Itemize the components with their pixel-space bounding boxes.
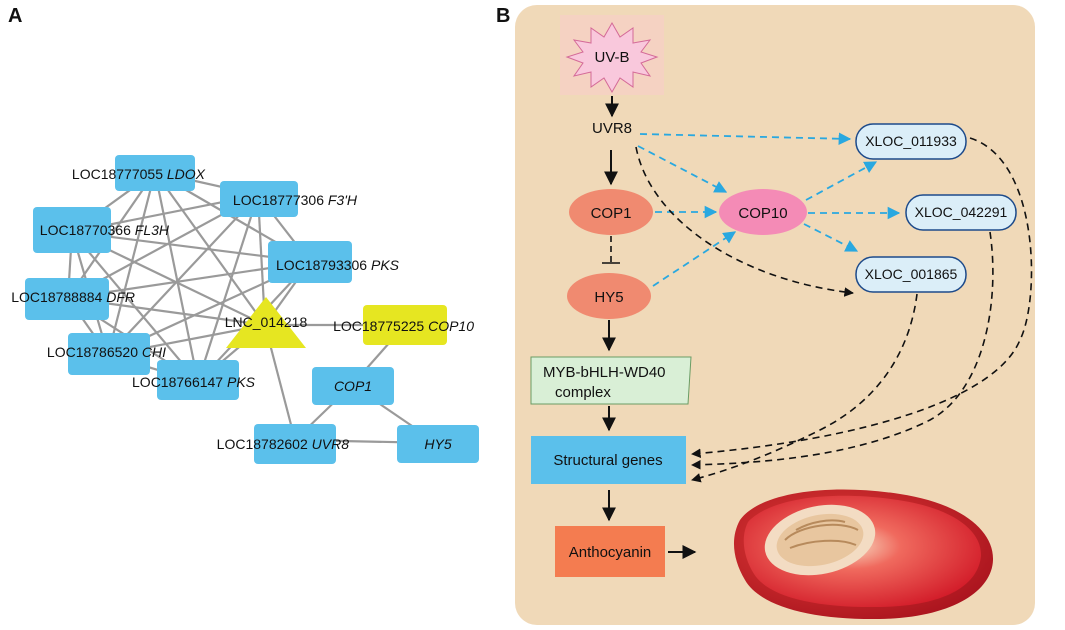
- hy5-node: [567, 273, 651, 319]
- label-pks1: LOC18793306 PKS: [276, 257, 400, 273]
- inhibition-arrow: [602, 236, 620, 264]
- hy5-label: HY5: [594, 289, 623, 306]
- node-hy5: [397, 425, 479, 463]
- panel-label-b: B: [496, 5, 510, 27]
- solid-arrows: [602, 96, 697, 559]
- peach-fruit-image: [733, 489, 994, 620]
- xloc1-node: [855, 123, 967, 160]
- myb-node: [530, 356, 692, 405]
- label-cop10: LOC18775225 COP10: [333, 318, 474, 334]
- black-dashed-arrows: [635, 137, 1033, 483]
- uvb-label: UV-B: [594, 49, 629, 66]
- node-pks1: [268, 241, 352, 283]
- label-lnc: LNC_014218: [225, 314, 308, 330]
- cop1-label: COP1: [591, 205, 632, 222]
- blue-dashed-arrows: [637, 132, 901, 287]
- xloc3-label: XLOC_001865: [865, 266, 958, 282]
- xloc3-node: [855, 256, 967, 293]
- label-dfr: LOC18788884 DFR: [11, 289, 135, 305]
- network-labels: LOC18777055 LDOX LOC18777306 F3'H LOC187…: [11, 166, 474, 452]
- node-fl3h: [33, 207, 111, 253]
- structural-label: Structural genes: [553, 452, 662, 469]
- label-ldox: LOC18777055 LDOX: [72, 166, 206, 182]
- node-pks2: [157, 360, 239, 400]
- label-chi: LOC18786520 CHI: [47, 344, 166, 360]
- myb-label-2: complex: [555, 384, 611, 401]
- node-uvr8: [254, 424, 336, 464]
- label-pks2: LOC18766147 PKS: [132, 374, 256, 390]
- xloc2-label: XLOC_042291: [915, 204, 1008, 220]
- label-f3h: LOC18777306 F3'H: [233, 192, 358, 208]
- node-chi: [68, 333, 150, 375]
- node-lnc: [226, 297, 306, 348]
- uvr8-label: UVR8: [592, 120, 632, 137]
- node-cop10: [363, 305, 447, 345]
- node-dfr: [25, 278, 109, 320]
- label-uvr8: LOC18782602 UVR8: [217, 436, 350, 452]
- xloc1-label: XLOC_011933: [865, 133, 957, 149]
- myb-label-1: MYB-bHLH-WD40: [543, 364, 666, 381]
- label-fl3h: LOC18770366 FL3H: [40, 222, 170, 238]
- node-cop1: [312, 367, 394, 405]
- cop10-label: COP10: [738, 205, 787, 222]
- cop1-node: [569, 189, 653, 235]
- node-ldox: [115, 155, 195, 191]
- network-nodes: [25, 155, 479, 464]
- node-f3h: [220, 181, 298, 217]
- panel-label-a: A: [8, 5, 22, 27]
- label-cop1: COP1: [334, 378, 372, 394]
- cop10-node: [719, 189, 807, 235]
- xloc2-node: [905, 194, 1017, 231]
- label-hy5: HY5: [424, 436, 451, 452]
- anthocyanin-label: Anthocyanin: [569, 544, 652, 561]
- uvb-node: UV-B: [560, 15, 664, 95]
- structural-node: [531, 436, 686, 484]
- anthocyanin-node: [555, 526, 665, 577]
